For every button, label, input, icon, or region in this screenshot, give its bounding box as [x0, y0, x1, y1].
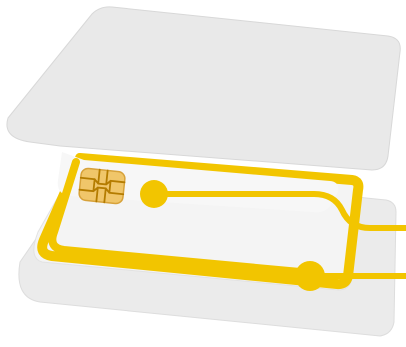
contact-chip-icon: [78, 168, 125, 204]
chip-connector-pad: [140, 180, 168, 208]
antenna-connector-pad: [295, 261, 325, 291]
top-card-layer: [7, 7, 400, 170]
